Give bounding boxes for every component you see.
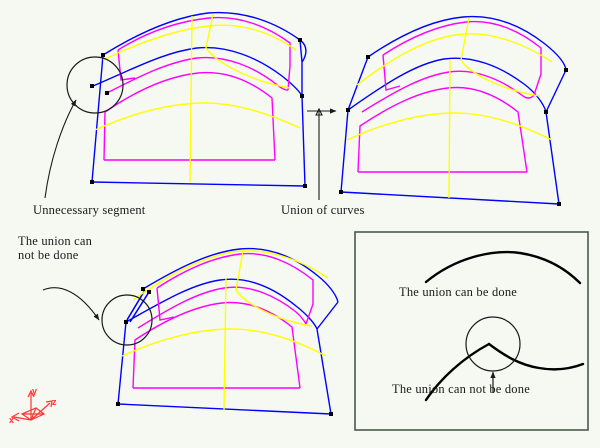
unnecessary-segment-b	[129, 291, 150, 323]
inner-curve-magenta-1b	[117, 49, 136, 81]
vertex-marker	[339, 190, 343, 194]
union-of-curves-pointer	[307, 107, 337, 200]
vertex-marker	[124, 320, 128, 324]
label-union-of-curves: Union of curves	[281, 203, 365, 217]
iso-curve-yellow-1	[132, 250, 329, 301]
inset-callout-circle	[465, 316, 521, 372]
iso-curve-yellow-1	[356, 33, 553, 86]
vertex-marker	[101, 53, 105, 57]
label-inset-union-cannot-be-done: The union can not be done	[392, 382, 530, 396]
outer-edge-right-lower	[545, 111, 560, 205]
vertex-marker	[298, 38, 302, 42]
inner-curve-magenta-1	[117, 16, 291, 91]
axis-y-head	[27, 389, 35, 398]
outer-curve-blue	[367, 15, 567, 71]
inset-cusp-curve-right	[487, 342, 585, 371]
iso-curve-yellow-4	[235, 250, 313, 327]
axis-z-head	[45, 400, 53, 408]
inner-curve-magenta-1b	[156, 287, 175, 321]
vertex-marker	[557, 202, 561, 206]
iso-curve-yellow-4	[460, 17, 541, 97]
iso-curve-yellow-2	[94, 102, 301, 131]
outer-edge-right-lower	[301, 95, 306, 187]
iso-curve-yellow-3	[448, 59, 451, 199]
top-left-surface	[44, 11, 307, 199]
inner-curve-magenta-1	[382, 20, 542, 96]
vertex-marker	[303, 184, 307, 188]
inner-curve-magenta-1	[156, 252, 314, 325]
callout-leader-cannot	[42, 287, 100, 321]
outer-edge-right-upper	[316, 301, 339, 330]
vertex-marker	[564, 68, 568, 72]
unnecessary-segment-a	[126, 289, 146, 321]
inner-curve-magenta-2	[106, 56, 289, 94]
axis-label-x: x	[9, 415, 15, 425]
inner-curve-magenta-2	[361, 70, 535, 113]
bottom-left-surface	[42, 247, 339, 416]
iso-curve-yellow-1	[102, 24, 297, 61]
label-unnecessary-segment: Unnecessary segment	[33, 203, 146, 217]
outer-edge-right-lower	[316, 328, 332, 415]
inner-curve-magenta-1b	[382, 54, 401, 91]
outer-edge-right-upper	[545, 69, 567, 113]
top-right-surface	[339, 15, 568, 206]
inset-cusp-curve-left	[424, 342, 491, 402]
callout-circle-unnecessary	[66, 56, 124, 114]
callout-circle-cannot	[101, 294, 153, 346]
vertex-marker	[346, 108, 350, 112]
outer-edge-left	[117, 321, 127, 405]
callout-leader-unnecessary	[44, 99, 77, 199]
iso-curve-yellow-2	[121, 328, 327, 357]
vertex-marker	[141, 287, 145, 291]
vertex-marker	[544, 110, 548, 114]
inner-curve-magenta-2	[137, 286, 307, 329]
axis-label-y: y	[32, 386, 38, 396]
vertex-marker	[366, 55, 370, 59]
iso-curve-yellow-3	[223, 277, 227, 411]
outer-edge-left	[91, 54, 104, 183]
vertex-marker	[300, 94, 304, 98]
vertex-marker	[90, 84, 94, 88]
inner-curve-magenta-3	[357, 86, 528, 173]
outer-curve-blue-2	[125, 278, 318, 330]
vertex-marker	[147, 290, 151, 294]
axis-base-diag2	[30, 407, 37, 421]
label-inset-union-can-be-done: The union can be done	[399, 285, 518, 299]
outer-curve-blue	[142, 247, 339, 303]
label-union-cannot-be-done: The union can not be done	[18, 234, 93, 262]
outer-edge-bottom	[340, 191, 560, 205]
outer-edge-bottom	[91, 181, 306, 187]
iso-curve-yellow-3	[189, 15, 193, 183]
inset-smooth-curve	[424, 250, 582, 285]
inset-box	[354, 231, 589, 431]
outer-curve-blue-2	[92, 46, 303, 97]
outer-curve-blue-2	[347, 57, 547, 113]
axis-x-line	[13, 416, 32, 421]
iso-curve-yellow-4	[205, 13, 291, 89]
outer-edge-right-upper	[299, 39, 303, 96]
vertex-marker	[105, 91, 109, 95]
vertex-marker	[116, 402, 120, 406]
outer-curve-blue	[102, 11, 307, 63]
coordinate-axis-triad	[10, 389, 53, 422]
vertex-marker	[90, 180, 94, 184]
axis-label-z: z	[52, 397, 57, 407]
outer-edge-left-lower	[340, 109, 349, 193]
axis-x-head	[10, 412, 20, 422]
inner-curve-magenta-3	[103, 71, 276, 161]
union-pointer-tick	[315, 107, 323, 116]
inset-box-border	[354, 231, 589, 431]
vertex-marker	[329, 412, 333, 416]
